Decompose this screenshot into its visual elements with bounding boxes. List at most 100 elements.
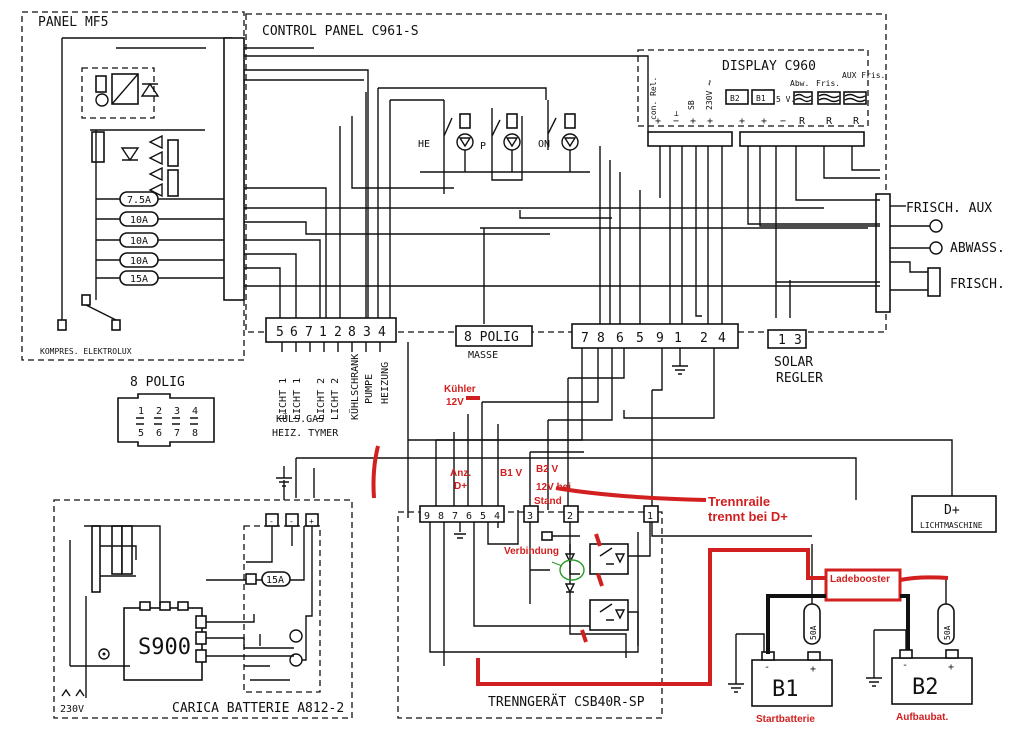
wire-label-licht1b: LICHT 1 <box>292 378 303 420</box>
annot-stand-1: 12V bei <box>536 482 571 493</box>
csb-t-5: 5 <box>480 511 486 522</box>
carica-voltage: 230V <box>60 704 84 715</box>
relay-box <box>81 67 155 119</box>
tb-left-7: 4 <box>378 325 386 340</box>
csb-terminal-2 <box>563 505 579 523</box>
wire-label-licht1a: LICHT 1 <box>278 378 289 420</box>
tb-left-4: 2 <box>334 325 342 340</box>
display-c960-frame <box>637 49 869 127</box>
csb-terminal-3 <box>523 505 539 523</box>
fuse-2-label: 10A <box>130 215 148 226</box>
tb-mid-4: 9 <box>656 331 664 346</box>
csb-internal <box>429 510 651 666</box>
ladebooster-box <box>824 568 902 602</box>
plug8-pin-3: 3 <box>174 406 180 417</box>
s900-label: S900 <box>138 635 191 660</box>
panel-carica-title: CARICA BATTERIE A812-2 <box>172 701 344 716</box>
display-label-sb: SB <box>687 100 696 110</box>
terminal-block-masse <box>455 325 533 347</box>
terminal-block-left <box>265 317 397 343</box>
wire-footer-1: KÜLS.GAS <box>276 412 324 425</box>
battery-b1-caption: Startbatterie <box>756 714 815 725</box>
csb-t-3: 3 <box>527 511 533 522</box>
terminal-block-solar <box>767 329 807 349</box>
display-icon-b1 <box>751 89 775 105</box>
annot-anz-d: D+ <box>454 481 467 492</box>
csb-t-7: 7 <box>452 511 458 522</box>
display-rsign-4: R <box>826 116 833 127</box>
carica-fuse <box>261 571 291 587</box>
wiring-lower <box>276 342 857 518</box>
csb-t-2: 2 <box>567 511 573 522</box>
tb-mid-2: 6 <box>616 331 624 346</box>
csb-t-4: 4 <box>494 511 500 522</box>
panel-mf5-frame <box>21 11 245 361</box>
panel-control-title: CONTROL PANEL C961-S <box>262 24 419 39</box>
display-icon-5v-label: 5 V. <box>776 95 795 104</box>
tank-frisch-plug <box>927 267 941 297</box>
display-rsign-5: R <box>853 116 860 127</box>
plug8-pin-2: 2 <box>156 406 162 417</box>
tb-left-2: 7 <box>305 325 313 340</box>
display-icon-abw-label: Abw. <box>790 79 809 88</box>
carica-sub-frame <box>243 525 321 693</box>
csb-t-8: 8 <box>438 511 444 522</box>
switch-p <box>491 108 521 151</box>
display-rsign-1: + <box>761 116 767 127</box>
tb-left-0: 5 <box>276 325 284 340</box>
control-panel-wiring <box>116 47 906 330</box>
battery-b2-caption: Aufbaubat. <box>896 712 948 723</box>
tank-abwass: ABWASS. <box>950 241 1005 256</box>
wire-footer-2: HEIZ. TYMER <box>272 428 339 439</box>
svg-text:-: - <box>764 662 770 673</box>
tb-left-6: 3 <box>363 325 371 340</box>
tank-aux-plug <box>929 219 943 233</box>
display-sign-0: + <box>655 116 661 127</box>
display-icon-fris-label: Fris. <box>816 79 840 88</box>
annot-verbindung: Verbindung <box>504 546 559 557</box>
carica-port-1-label: - <box>269 517 274 526</box>
annot-trenn-1: Trennraile <box>708 494 770 509</box>
annot-trenn-2: trennt bei D+ <box>708 509 788 524</box>
display-icon-b2 <box>725 89 749 105</box>
solar-label-1: SOLAR <box>774 355 813 370</box>
mf5-connector-bar <box>223 37 245 301</box>
csb-terminal-1 <box>643 505 659 523</box>
display-tank-icon-2 <box>817 91 841 105</box>
tb-mid-1: 8 <box>597 331 605 346</box>
panel-control-frame <box>245 13 887 333</box>
fuse-4-label: 10A <box>130 256 148 267</box>
annot-b2v: B2 V <box>536 464 559 475</box>
annot-kuehler-v: 12V <box>446 397 464 408</box>
wire-label-kuehlschrank: KÜHLSCHRANK <box>348 354 361 420</box>
annot-anz: Anz. <box>450 468 471 479</box>
tb-solar-0: 1 <box>778 333 786 348</box>
plug8-pin-5: 5 <box>138 428 144 439</box>
tb-left-1: 6 <box>290 325 298 340</box>
tb-mid-7: 4 <box>718 331 726 346</box>
s900-box <box>123 607 203 681</box>
battery-b1 <box>751 659 833 707</box>
tb-mid-0: 7 <box>581 331 589 346</box>
carica-port-2-label: - <box>289 517 294 526</box>
tb-solar-1: 3 <box>794 333 802 348</box>
tb-mid-5: 1 <box>674 331 682 346</box>
tb-left-3: 1 <box>319 325 327 340</box>
switch-on <box>547 100 579 151</box>
plug8-pin-7: 7 <box>174 428 180 439</box>
display-icon-b1-label: B1 <box>756 94 766 103</box>
display-title: DISPLAY C960 <box>722 59 816 74</box>
svg-text:-: - <box>902 660 908 671</box>
switch-on-label: ON <box>538 139 550 150</box>
display-connector-left <box>647 131 733 147</box>
wire-label-licht2a: LICHT 2 <box>316 378 327 420</box>
battery-b1-label: B1 <box>772 677 799 702</box>
red-annotations <box>371 396 949 686</box>
carica-fuse-label: 15A <box>266 575 284 586</box>
svg-text:+: + <box>810 664 816 675</box>
plug8-pin-8: 8 <box>192 428 198 439</box>
annot-kuehler: Kühler <box>444 384 476 395</box>
plug8-pin-1: 1 <box>138 406 144 417</box>
carica-port-3-label: + <box>309 517 314 526</box>
